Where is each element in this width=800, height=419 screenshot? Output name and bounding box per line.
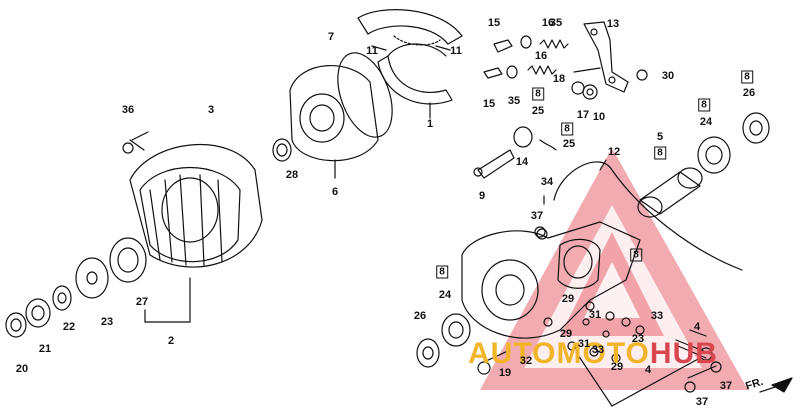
callout-label: 20 bbox=[15, 363, 29, 375]
callout-label: 31 bbox=[577, 338, 591, 350]
callout-label-boxed: 8 bbox=[654, 146, 666, 160]
callout-label: 24 bbox=[438, 289, 452, 301]
callout-label: 15 bbox=[482, 98, 496, 110]
washer-23 bbox=[75, 257, 109, 299]
callout-label: 35 bbox=[507, 95, 521, 107]
callout-label: 31 bbox=[588, 309, 602, 321]
callout-label-boxed: 8 bbox=[741, 70, 753, 84]
callout-label-boxed: 8 bbox=[698, 98, 710, 112]
watermark-part2: HUB bbox=[649, 337, 718, 370]
callout-label: 16 bbox=[534, 50, 548, 62]
brake-shoe-set bbox=[357, 9, 463, 119]
callout-label: 22 bbox=[62, 321, 76, 333]
callout-label: 29 bbox=[610, 361, 624, 373]
axle-sleeve-5 bbox=[637, 167, 703, 218]
callout-label: 4 bbox=[644, 364, 652, 376]
callout-label: 3 bbox=[207, 104, 215, 116]
callout-label: 29 bbox=[559, 328, 573, 340]
callout-label: 37 bbox=[530, 210, 544, 222]
callout-label: 36 bbox=[121, 104, 135, 116]
callout-label: 29 bbox=[561, 293, 575, 305]
bolt-37-top bbox=[536, 228, 548, 240]
callout-label: 32 bbox=[519, 355, 533, 367]
springs-and-pins bbox=[483, 35, 648, 100]
callout-label: 2 bbox=[167, 335, 175, 347]
callout-label: 11 bbox=[450, 45, 462, 57]
bearing-24-lower bbox=[441, 313, 471, 347]
callout-label: 33 bbox=[591, 344, 605, 356]
callout-label: 5 bbox=[656, 131, 664, 143]
callout-label: 1 bbox=[426, 118, 434, 130]
bolts-and-nuts-29-33 bbox=[567, 301, 645, 363]
nut-20 bbox=[5, 312, 27, 338]
final-gear-case bbox=[461, 221, 641, 339]
callout-label: 17 bbox=[576, 109, 590, 121]
callout-label: 24 bbox=[699, 116, 713, 128]
callout-label: 35 bbox=[549, 17, 563, 29]
callout-label: 12 bbox=[607, 146, 621, 158]
callout-label: 13 bbox=[606, 18, 620, 30]
callout-label: 6 bbox=[331, 186, 339, 198]
callout-label-boxed: 8 bbox=[532, 87, 544, 101]
seal-26-upper bbox=[742, 112, 770, 144]
callout-label: 14 bbox=[515, 156, 529, 168]
nut-21 bbox=[25, 298, 51, 328]
brake-drum-cover bbox=[289, 64, 379, 179]
callout-label-boxed: 8 bbox=[561, 122, 573, 136]
callout-label: 10 bbox=[592, 111, 606, 123]
bolt-36 bbox=[131, 131, 149, 141]
callout-label: 25 bbox=[531, 105, 545, 117]
callout-label: 37 bbox=[719, 380, 733, 392]
callout-label: 26 bbox=[742, 87, 756, 99]
callout-label: 34 bbox=[540, 176, 554, 188]
callout-label: 15 bbox=[487, 17, 501, 29]
callout-label: 37 bbox=[695, 396, 709, 408]
brake-panel-seal-o-ring bbox=[337, 52, 393, 138]
direction-arrow bbox=[759, 377, 793, 393]
callout-label: 9 bbox=[478, 190, 486, 202]
callout-label: 23 bbox=[631, 333, 645, 345]
watermark-part1: AUTOMOTO bbox=[468, 337, 650, 370]
watermark-text: AUTOMOTOHUB bbox=[468, 337, 718, 371]
callout-label: 27 bbox=[135, 296, 149, 308]
seal-26-lower bbox=[416, 338, 440, 368]
callout-label: 33 bbox=[650, 310, 664, 322]
callout-label: 11 bbox=[366, 45, 378, 57]
oil-seal-28 bbox=[272, 138, 292, 162]
callout-label: 25 bbox=[562, 138, 576, 150]
brake-arm-bracket-13 bbox=[583, 21, 629, 93]
callout-label: 28 bbox=[285, 169, 299, 181]
hub-assembly bbox=[122, 139, 263, 323]
callout-label: 4 bbox=[693, 321, 701, 333]
callout-label: 19 bbox=[498, 367, 512, 379]
bearing-24-upper bbox=[697, 136, 731, 174]
callout-label: 16 bbox=[541, 17, 555, 29]
callout-label: 26 bbox=[413, 310, 427, 322]
callout-label: 18 bbox=[552, 73, 566, 85]
brake-cam-and-arm bbox=[473, 126, 557, 179]
callout-label-boxed: 8 bbox=[630, 248, 642, 262]
brake-cable-12 bbox=[553, 159, 743, 271]
callout-label: 23 bbox=[100, 316, 114, 328]
callout-label: 30 bbox=[661, 70, 675, 82]
bearing-27 bbox=[109, 237, 147, 283]
callout-label: 7 bbox=[327, 31, 335, 43]
washer-22 bbox=[52, 285, 72, 311]
callout-label-boxed: 8 bbox=[436, 265, 448, 279]
studs-4-and-nuts-37 bbox=[575, 329, 722, 407]
drain-bolt-19 bbox=[477, 349, 511, 375]
watermark-logo bbox=[480, 148, 748, 390]
callout-label: 21 bbox=[38, 343, 52, 355]
